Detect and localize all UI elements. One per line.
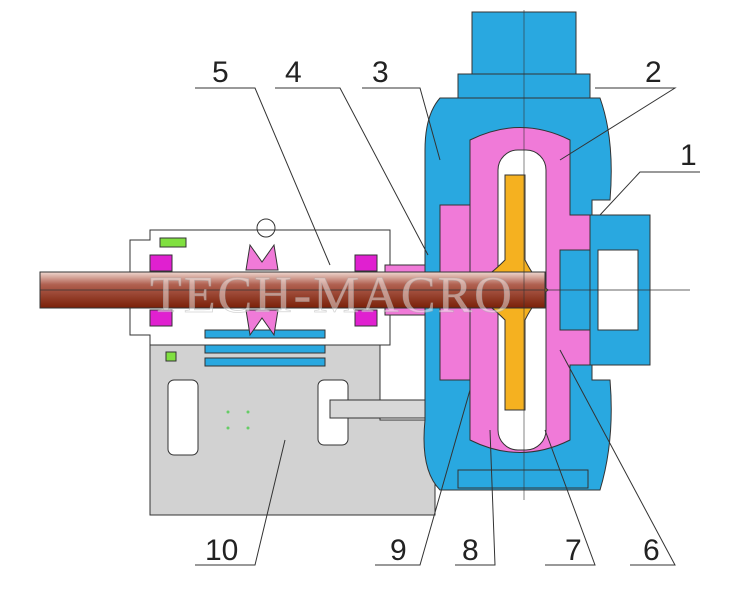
bearing-frame-base bbox=[149, 339, 441, 516]
part-label-5: 5 bbox=[212, 56, 229, 89]
part-label-10: 10 bbox=[205, 534, 238, 567]
part-label-2: 2 bbox=[645, 56, 662, 89]
watermark: TECH-MACRO bbox=[150, 267, 514, 324]
part-label-4: 4 bbox=[285, 56, 302, 89]
part-label-1: 1 bbox=[680, 139, 697, 172]
part-label-8: 8 bbox=[462, 534, 479, 567]
part-label-6: 6 bbox=[643, 534, 660, 567]
part-label-3: 3 bbox=[372, 56, 389, 89]
part-label-7: 7 bbox=[565, 534, 582, 567]
grease-fitting bbox=[165, 351, 177, 362]
part-label-9: 9 bbox=[390, 534, 407, 567]
leader-lines bbox=[195, 87, 700, 566]
